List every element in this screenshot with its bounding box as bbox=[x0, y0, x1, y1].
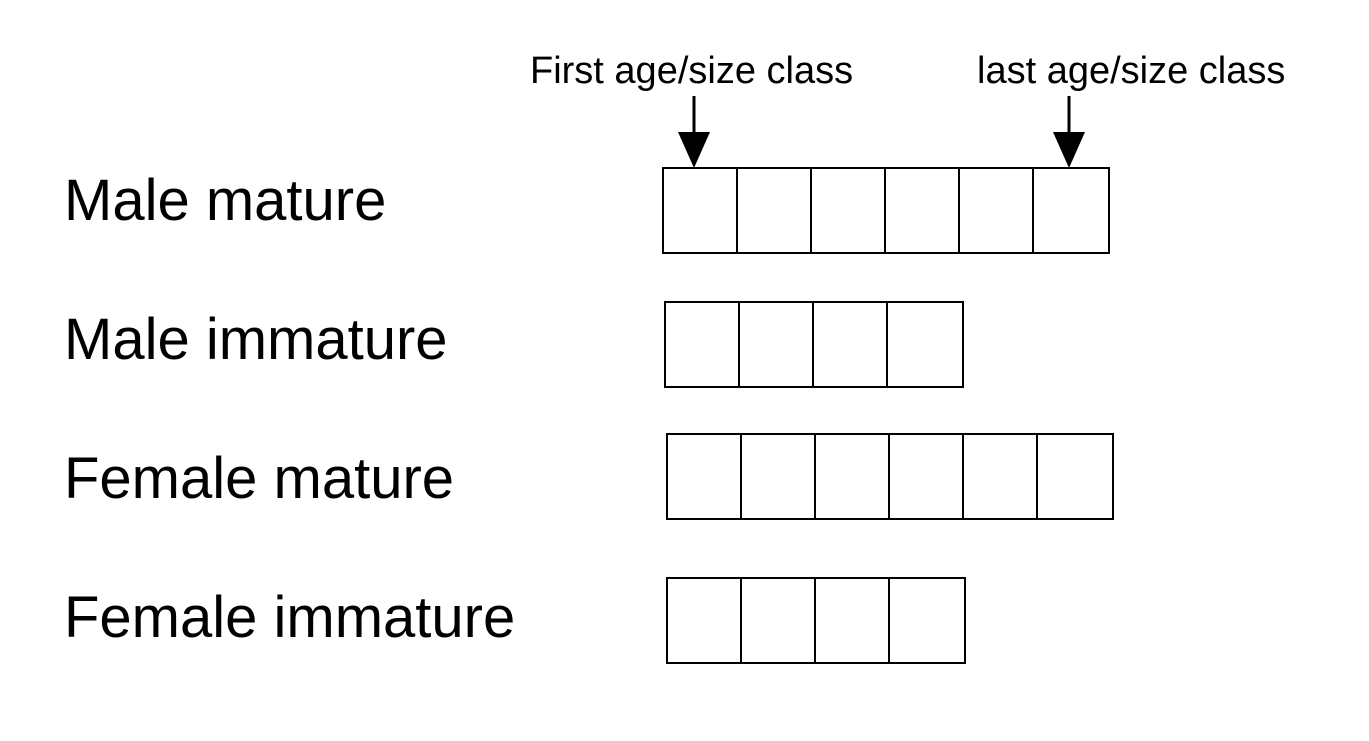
age-size-class-cell bbox=[886, 169, 960, 252]
row-label-male-immature: Male immature bbox=[64, 307, 448, 372]
arrow-down-icon bbox=[1053, 96, 1085, 168]
age-size-class-cell bbox=[888, 303, 962, 386]
class-cells-female-mature bbox=[666, 433, 1114, 520]
first-class-annotation: First age/size class bbox=[530, 50, 854, 92]
age-size-class-cell bbox=[668, 435, 742, 518]
row-label-female-immature: Female immature bbox=[64, 585, 516, 650]
age-size-class-cell bbox=[1038, 435, 1112, 518]
class-cells-male-mature bbox=[662, 167, 1110, 254]
age-size-class-cell bbox=[890, 579, 964, 662]
age-size-class-cell bbox=[964, 435, 1038, 518]
age-size-class-cell bbox=[738, 169, 812, 252]
age-size-class-cell bbox=[812, 169, 886, 252]
age-size-class-cell bbox=[814, 303, 888, 386]
last-class-annotation: last age/size class bbox=[977, 50, 1286, 92]
arrow-down-icon bbox=[678, 96, 710, 168]
row-label-female-mature: Female mature bbox=[64, 446, 455, 511]
class-cells-female-immature bbox=[666, 577, 966, 664]
age-size-class-cell bbox=[742, 435, 816, 518]
row-label-male-mature: Male mature bbox=[64, 168, 387, 233]
age-size-class-cell bbox=[742, 579, 816, 662]
age-size-class-cell bbox=[664, 169, 738, 252]
age-size-class-cell bbox=[816, 579, 890, 662]
age-size-class-cell bbox=[1034, 169, 1108, 252]
age-size-class-cell bbox=[668, 579, 742, 662]
class-cells-male-immature bbox=[664, 301, 964, 388]
age-size-class-cell bbox=[816, 435, 890, 518]
age-size-class-cell bbox=[960, 169, 1034, 252]
age-size-class-cell bbox=[666, 303, 740, 386]
age-size-class-cell bbox=[890, 435, 964, 518]
age-size-class-cell bbox=[740, 303, 814, 386]
